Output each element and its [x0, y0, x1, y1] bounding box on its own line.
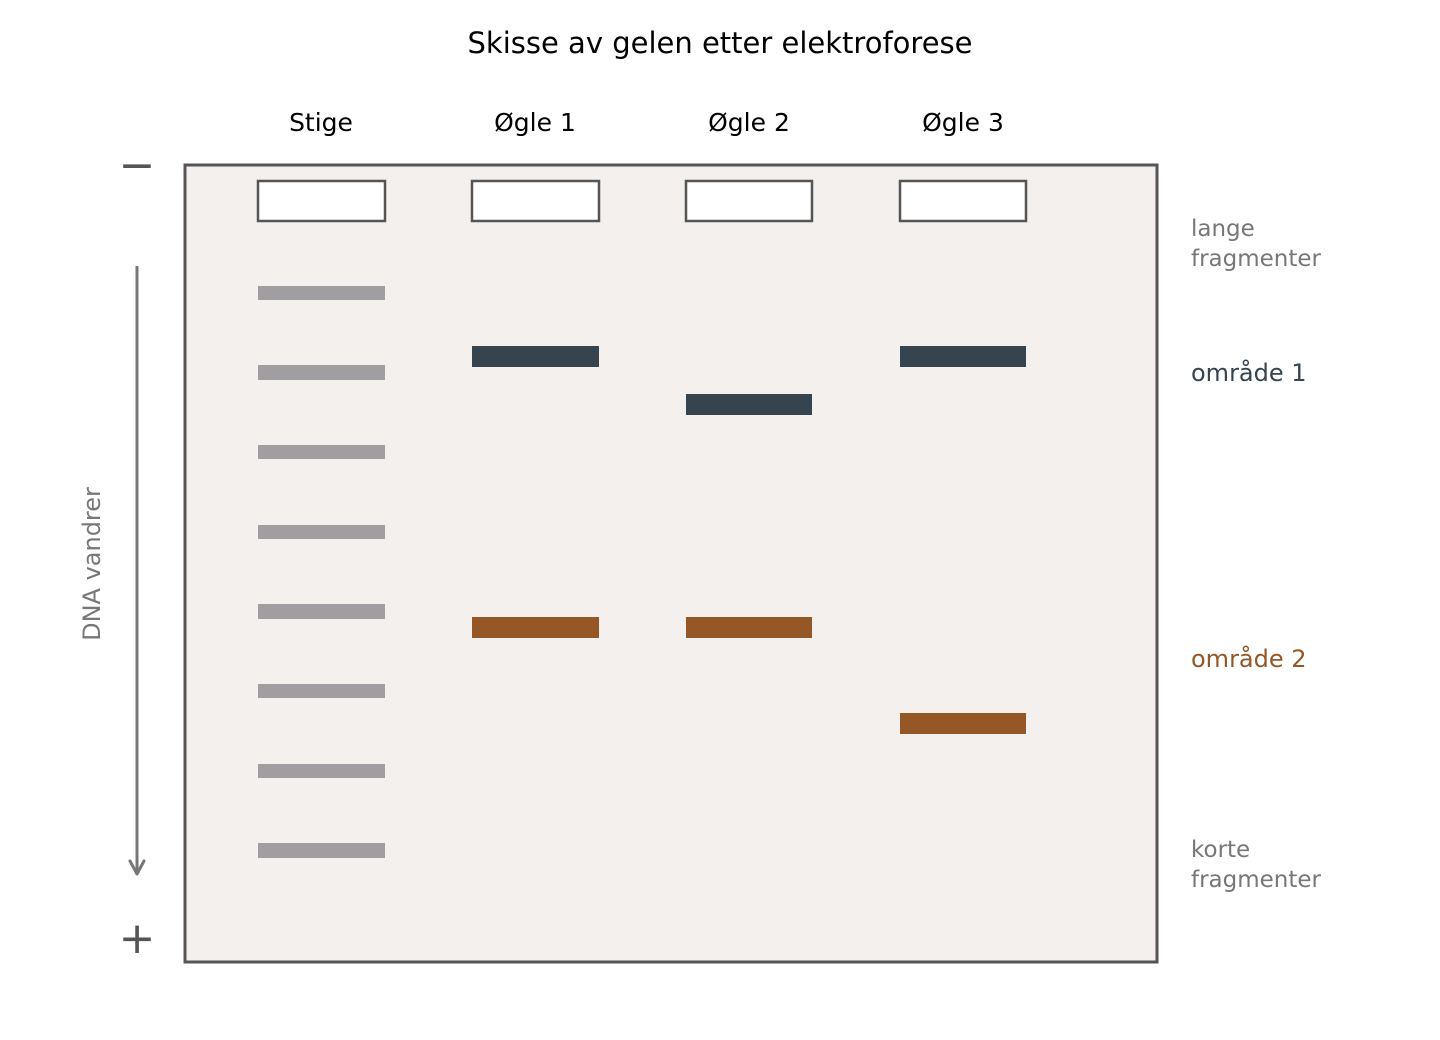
- lane-label-lizard-2: Øgle 2: [708, 108, 790, 137]
- ladder-band: [258, 286, 385, 300]
- ladder-band: [258, 843, 385, 858]
- region-1-label: område 1: [1191, 358, 1307, 387]
- gel-body: [183, 163, 1159, 964]
- ladder-band: [258, 445, 385, 459]
- well-lizard-3: [898, 179, 1028, 223]
- ladder-band: [258, 764, 385, 778]
- well-ladder: [256, 179, 387, 223]
- short-fragments-label: korte fragmenter: [1191, 837, 1322, 893]
- lane-label-lizard-1: Øgle 1: [494, 108, 576, 137]
- ladder-band: [258, 684, 385, 698]
- lane-label-ladder: Stige: [289, 108, 353, 137]
- positive-electrode-sign: +: [119, 913, 156, 964]
- band-region1-lizard-3: [900, 346, 1026, 367]
- well-lizard-1: [470, 179, 601, 223]
- ladder-band: [258, 525, 385, 539]
- ladder-band: [258, 604, 385, 619]
- migration-label: DNA vandrer: [78, 487, 106, 641]
- long-fragments-label: lange fragmenter: [1191, 216, 1322, 272]
- band-region1-lizard-1: [472, 346, 599, 367]
- figure-title: Skisse av gelen etter elektroforese: [468, 26, 973, 60]
- band-region2-lizard-2: [686, 617, 812, 638]
- ladder-band: [258, 365, 385, 380]
- negative-electrode-sign: −: [119, 140, 156, 191]
- migration-arrow-head: [128, 859, 146, 876]
- region-2-label: område 2: [1191, 644, 1307, 673]
- band-region2-lizard-3: [900, 713, 1026, 734]
- band-region1-lizard-2: [686, 394, 812, 415]
- well-lizard-2: [684, 179, 814, 223]
- lane-label-lizard-3: Øgle 3: [922, 108, 1004, 137]
- band-region2-lizard-1: [472, 617, 599, 638]
